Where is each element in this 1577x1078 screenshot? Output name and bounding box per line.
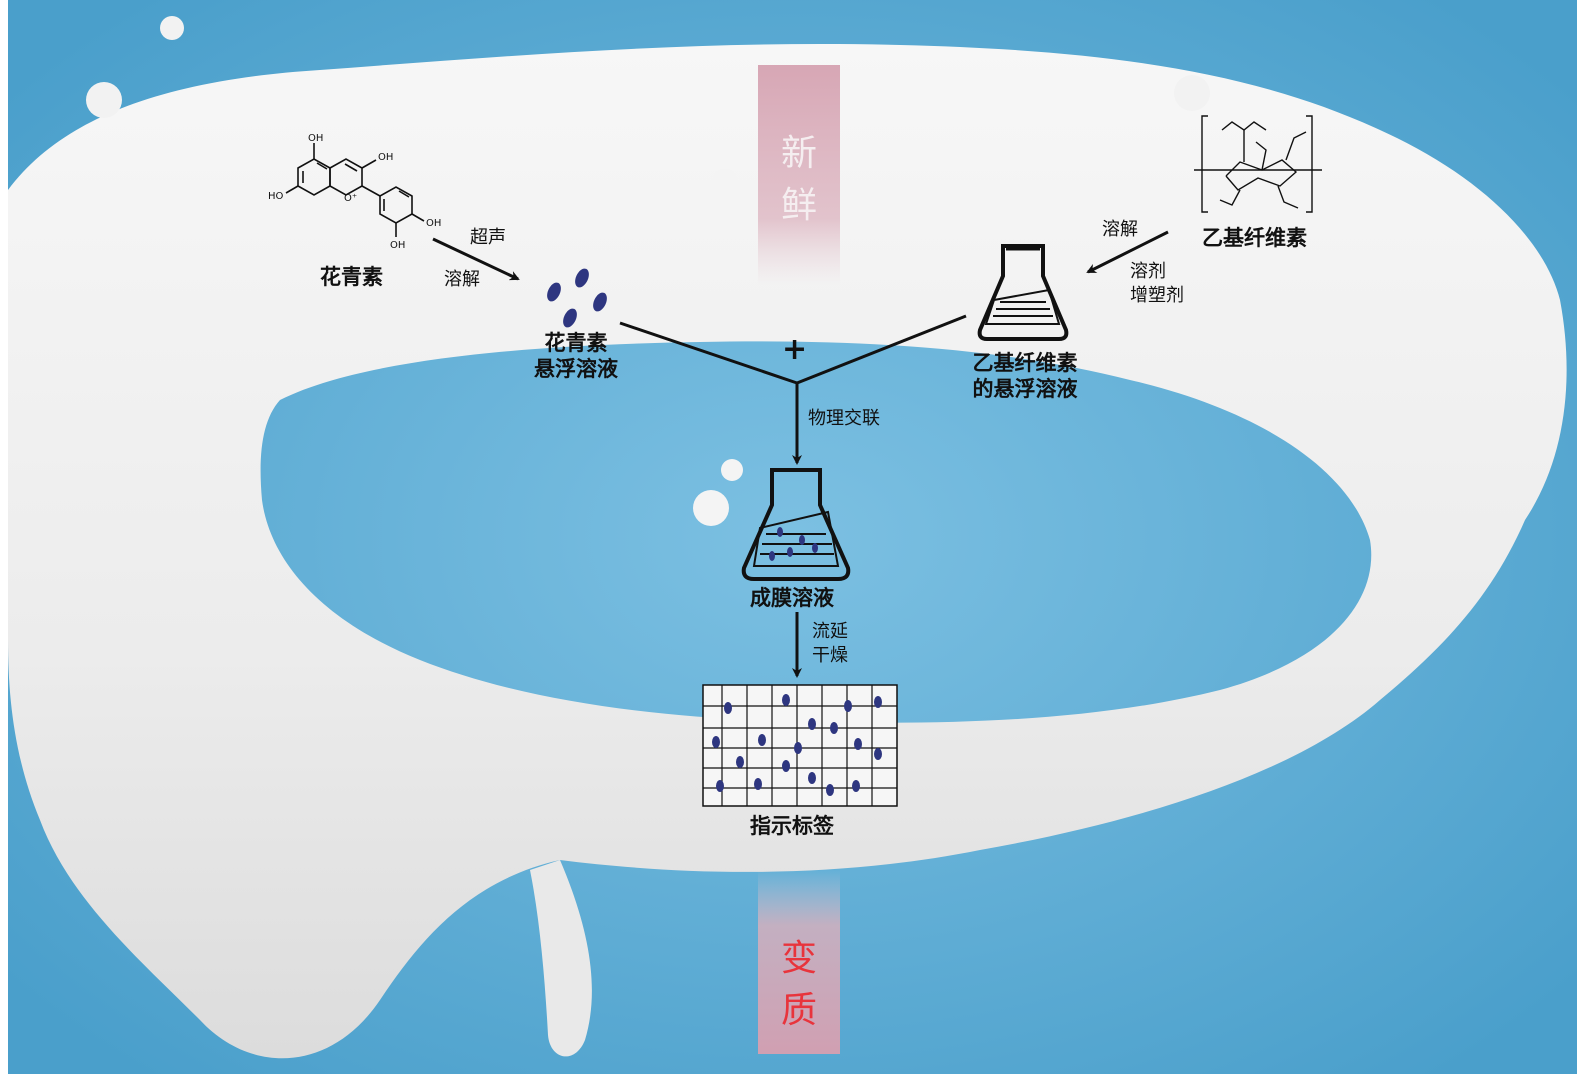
droplet bbox=[86, 82, 122, 118]
droplet bbox=[721, 459, 743, 481]
droplet bbox=[693, 490, 729, 526]
svg-text:O⁺: O⁺ bbox=[344, 193, 357, 204]
milk-swirl bbox=[8, 44, 1567, 1059]
sonication-label: 超声 bbox=[470, 227, 506, 248]
band-top bbox=[758, 65, 840, 285]
plus-sign: + bbox=[782, 332, 808, 367]
plasticizer-text: 增塑剂 bbox=[1130, 285, 1184, 306]
indicator-label-grid-icon bbox=[702, 684, 898, 807]
svg-text:OH: OH bbox=[426, 218, 441, 229]
spoiled-label: 变 质 bbox=[758, 933, 840, 1037]
fresh-label: 新 鲜 bbox=[758, 128, 840, 232]
cast-dry-label: 流延 干燥 bbox=[812, 620, 848, 668]
merge-line-right bbox=[796, 314, 967, 385]
svg-text:HO: HO bbox=[268, 191, 284, 202]
fresh-char-1: 新 bbox=[780, 133, 817, 174]
arrow-dissolve-ec bbox=[1086, 230, 1169, 274]
svg-text:OH: OH bbox=[390, 240, 405, 251]
anthocyanin-particles bbox=[547, 268, 607, 328]
solvent-label: 溶剂 增塑剂 bbox=[1130, 260, 1184, 308]
droplet bbox=[160, 16, 184, 40]
film-solution-flask-icon bbox=[741, 468, 851, 581]
spoiled-char-2: 质 bbox=[780, 990, 817, 1031]
film-solution-label: 成膜溶液 bbox=[750, 585, 834, 610]
casting-text: 流延 bbox=[812, 621, 848, 642]
solvent-text: 溶剂 bbox=[1130, 261, 1166, 282]
anthocyanin-structure-icon bbox=[285, 143, 425, 237]
spoiled-char-1: 变 bbox=[780, 938, 817, 979]
drying-text: 干燥 bbox=[812, 645, 848, 666]
indicator-label-text: 指示标签 bbox=[750, 813, 834, 838]
merge-line-left bbox=[619, 321, 798, 385]
anthocyanin-label: 花青素 bbox=[320, 264, 383, 289]
droplet bbox=[1174, 75, 1210, 111]
physical-crosslink-label: 物理交联 bbox=[808, 408, 880, 429]
ethyl-cellulose-flask-icon bbox=[977, 244, 1069, 341]
anthocyanin-atom-labels: OH OH HO O⁺ OH OH bbox=[268, 133, 441, 251]
droplet bbox=[712, 169, 738, 195]
arrow-sonication bbox=[432, 237, 520, 281]
ethyl-cellulose-label: 乙基纤维素 bbox=[1202, 225, 1307, 250]
anthocyanin-suspension-label: 花青素 悬浮溶液 bbox=[534, 330, 618, 381]
svg-text:OH: OH bbox=[308, 133, 323, 144]
ethyl-cellulose-structure-icon bbox=[1194, 115, 1322, 213]
fresh-char-2: 鲜 bbox=[780, 185, 817, 226]
milk-drip bbox=[530, 860, 592, 1057]
band-bottom bbox=[758, 870, 840, 1054]
dissolve-label: 溶解 bbox=[444, 269, 480, 290]
ec-dissolve-label: 溶解 bbox=[1102, 219, 1138, 240]
svg-text:OH: OH bbox=[378, 152, 393, 163]
ethyl-cellulose-suspension-label: 乙基纤维素 的悬浮溶液 bbox=[972, 350, 1078, 401]
